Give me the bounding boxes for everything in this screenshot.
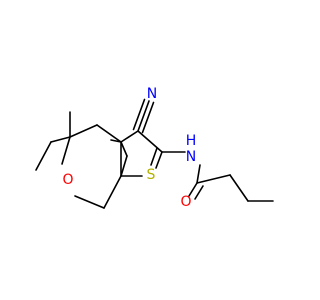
ring-oxygen-label: O (62, 172, 73, 188)
carbonyl-oxygen-label: O (180, 194, 191, 210)
molecule-structure: N N H O O S (35, 86, 274, 210)
amide-hydrogen-label: H (186, 133, 197, 149)
amide-nitrogen-label: N (186, 149, 196, 165)
sulfur-label: S (147, 167, 156, 183)
bond-set (35, 98, 274, 209)
nitrile-nitrogen-label: N (147, 86, 157, 102)
